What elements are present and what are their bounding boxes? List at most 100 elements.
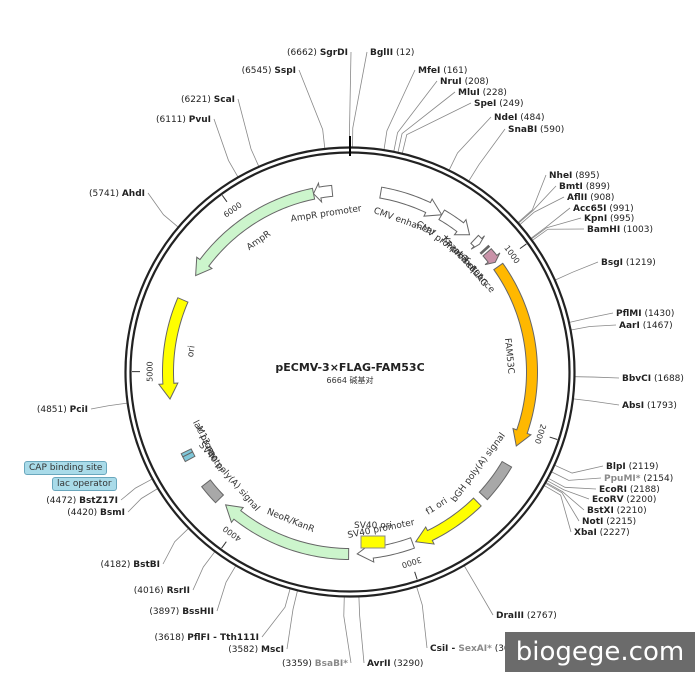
feature-label-fam53c: FAM53C xyxy=(502,338,516,375)
site-leader xyxy=(298,69,326,149)
site-label: SnaBI (590) xyxy=(508,125,564,135)
site-leader xyxy=(548,477,597,490)
site-label: (6662) SgrDI xyxy=(287,48,348,58)
site-leader xyxy=(545,482,585,511)
site-label: EcoRI (2188) xyxy=(599,485,660,495)
tick-label: 1000 xyxy=(502,244,521,266)
site-leader xyxy=(570,324,617,331)
site-leader xyxy=(120,478,153,501)
site-label: MluI (228) xyxy=(458,88,507,98)
site-label: XbaI (2227) xyxy=(574,528,630,538)
site-leader xyxy=(213,118,239,178)
site-leader xyxy=(358,596,365,664)
feature-3xflag xyxy=(482,248,501,266)
watermark: biogege.com xyxy=(505,632,695,672)
site-leader xyxy=(574,376,620,379)
site-label: NheI (895) xyxy=(549,171,599,181)
site-leader xyxy=(551,471,602,481)
site-label: (4420) BsmI xyxy=(67,508,125,518)
site-label: (4851) PciI xyxy=(37,405,88,415)
tick-mark xyxy=(221,195,228,203)
site-label: (6111) PvuI xyxy=(156,115,211,125)
site-label: AvrII (3290) xyxy=(367,659,423,669)
site-label: AbsI (1793) xyxy=(622,401,677,411)
site-leader xyxy=(90,402,128,410)
plasmid-size: 6664 碱基对 xyxy=(327,375,374,385)
site-label: NdeI (484) xyxy=(494,113,545,123)
site-leader xyxy=(519,196,565,225)
feature-cmv-promoter xyxy=(438,209,471,236)
site-label: (6221) ScaI xyxy=(181,95,235,105)
site-label: EcoRV (2200) xyxy=(592,495,656,505)
site-label: AflII (908) xyxy=(567,193,614,203)
site-leader xyxy=(397,91,456,153)
site-label: (4016) RsrII xyxy=(134,586,190,596)
feature-kozak-sequence xyxy=(479,244,491,255)
site-label: (4182) BstBI xyxy=(100,560,160,570)
site-label: NruI (208) xyxy=(440,77,489,87)
site-label: AarI (1467) xyxy=(619,321,673,331)
site-leader xyxy=(531,217,582,240)
site-leader xyxy=(530,207,571,239)
site-leader xyxy=(544,485,572,533)
tick-mark xyxy=(414,571,418,580)
site-leader xyxy=(569,312,614,323)
site-label: BlpI (2119) xyxy=(606,462,659,472)
site-leader xyxy=(463,565,494,616)
feature-ori xyxy=(157,297,189,400)
feature-sv40-promoter xyxy=(356,537,416,563)
site-leader xyxy=(545,482,580,522)
site-leader xyxy=(554,464,604,474)
site-label: (3897) BssHII xyxy=(149,607,214,617)
tick-mark xyxy=(549,436,558,440)
site-leader xyxy=(393,80,438,152)
site-label: (3582) MscI xyxy=(228,645,284,655)
feature-label-ampr: AmpR xyxy=(245,229,273,253)
site-leader xyxy=(573,398,620,406)
site-label: BmtI (899) xyxy=(559,182,610,192)
site-leader xyxy=(383,69,416,150)
feature-fam53c xyxy=(493,262,538,447)
feature-label-ori: ori xyxy=(186,345,197,358)
site-label: KpnI (995) xyxy=(584,214,634,224)
site-label: BamHI (1003) xyxy=(587,225,653,235)
site-label: BglII (12) xyxy=(370,48,414,58)
site-label: BbvCI (1688) xyxy=(622,374,684,384)
feature-neor-kanr xyxy=(224,504,350,561)
feature-label-3xflag: 3×FLAG xyxy=(458,254,489,289)
site-leader xyxy=(162,528,189,565)
site-label: MfeI (161) xyxy=(418,66,467,76)
site-leader xyxy=(448,116,492,171)
site-label: (4472) BstZ17I xyxy=(46,496,118,506)
sv40-ori-block xyxy=(360,535,386,549)
feature-sv40-polya xyxy=(200,479,225,504)
tick-mark xyxy=(221,541,227,549)
site-leader xyxy=(352,51,368,148)
feature-m13-rev xyxy=(180,448,194,458)
site-label: PflMI (1430) xyxy=(616,309,674,319)
site-label: NotI (2215) xyxy=(582,517,636,527)
site-leader xyxy=(216,565,237,612)
site-leader xyxy=(286,590,298,650)
feature-label-f1-ori: f1 ori xyxy=(424,496,449,517)
site-leader xyxy=(401,102,472,154)
feature-cmv-enhancer xyxy=(379,186,443,217)
tick-mark xyxy=(519,243,527,250)
site-leader xyxy=(518,185,557,224)
site-label: BsgI (1219) xyxy=(601,258,656,268)
site-label: DraIII (2767) xyxy=(496,611,557,621)
site-leader xyxy=(532,228,585,241)
lac-operator-label: lac operator xyxy=(52,477,117,491)
site-leader xyxy=(555,261,599,281)
sv40-ori-label: SV40 ori xyxy=(354,521,392,531)
site-leader xyxy=(546,480,590,500)
feature-label-ampr-promoter: AmpR promoter xyxy=(290,204,363,225)
tick-label: 2000 xyxy=(533,423,548,445)
feature-f1-ori xyxy=(414,497,482,545)
site-label: (5741) AhdI xyxy=(89,189,145,199)
site-label: SpeI (249) xyxy=(474,99,523,109)
feature-bgh-polya xyxy=(478,460,513,501)
site-leader xyxy=(127,488,158,513)
